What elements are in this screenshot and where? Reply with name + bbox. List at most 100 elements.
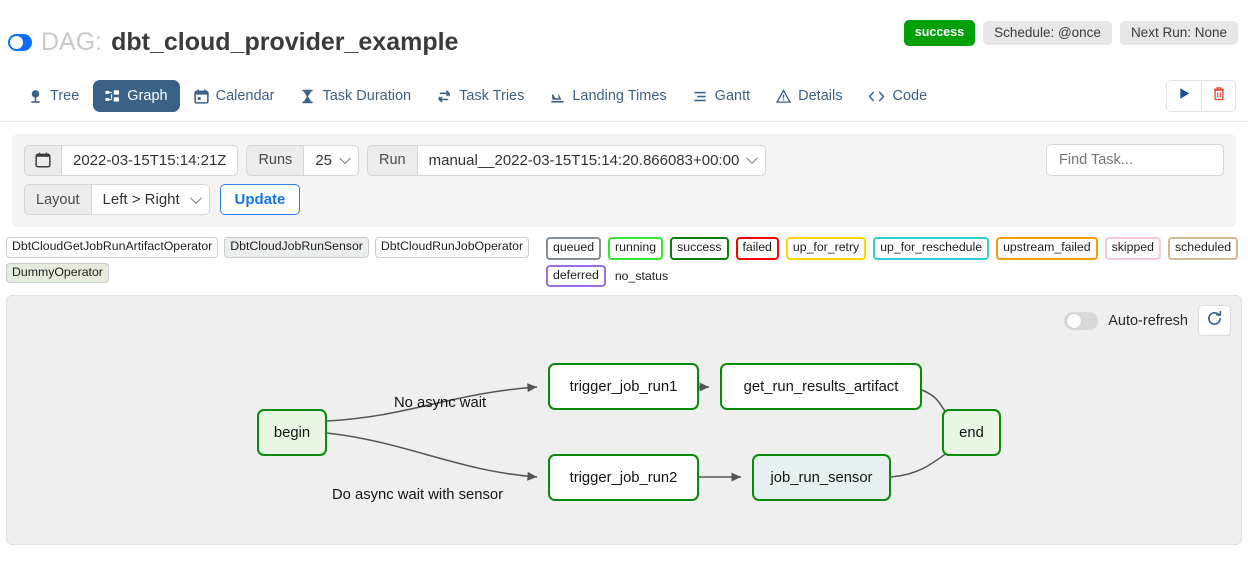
legend-state-upstream-failed[interactable]: upstream_failed — [996, 237, 1098, 260]
tab-label: Code — [892, 88, 928, 104]
tab-task-tries[interactable]: Task Tries — [425, 80, 536, 112]
tab-label: Calendar — [215, 88, 275, 104]
execution-date-input[interactable]: 2022-03-15T15:14:21Z — [62, 144, 239, 176]
dag-title: DAG: dbt_cloud_provider_example — [8, 28, 458, 57]
graph-node-get-run-results-artifact[interactable]: get_run_results_artifact — [720, 363, 922, 410]
view-tabbar: Tree Graph Calendar Task Duration Task T… — [0, 70, 1248, 122]
legend-state-deferred[interactable]: deferred — [546, 264, 606, 288]
node-label: trigger_job_run1 — [569, 378, 678, 395]
trigger-dag-button[interactable] — [1166, 80, 1201, 112]
graph-edge-label-do-async-wait: Do async wait with sensor — [332, 487, 504, 503]
node-label: job_run_sensor — [770, 469, 873, 486]
legend-operators-row1: DbtCloudGetJobRunArtifactOperator DbtClo… — [6, 237, 535, 258]
runs-group: Runs 25 — [246, 144, 359, 176]
legend-operators-row2: DummyOperator — [6, 262, 535, 284]
graph-toolbar: Auto-refresh — [1064, 305, 1231, 336]
graph-node-begin[interactable]: begin — [257, 409, 327, 456]
legend-state-up-for-reschedule[interactable]: up_for_reschedule — [873, 237, 990, 260]
node-label: get_run_results_artifact — [743, 378, 899, 395]
node-label: end — [959, 424, 984, 441]
schedule-badge[interactable]: Schedule: @once — [983, 20, 1112, 45]
page-header: DAG: dbt_cloud_provider_example success … — [0, 0, 1248, 70]
tab-landing-times[interactable]: Landing Times — [538, 80, 678, 112]
delete-dag-button[interactable] — [1201, 80, 1236, 112]
legend-state-no-status: no_status — [614, 268, 669, 283]
legend: DbtCloudGetJobRunArtifactOperator DbtClo… — [0, 227, 1248, 289]
tab-graph[interactable]: Graph — [93, 80, 180, 112]
node-label: begin — [273, 424, 311, 441]
find-task-input[interactable] — [1046, 144, 1224, 176]
legend-state-up-for-retry[interactable]: up_for_retry — [785, 237, 867, 260]
legend-state-skipped[interactable]: skipped — [1104, 237, 1161, 260]
tab-gantt[interactable]: Gantt — [681, 80, 762, 112]
landing-icon — [550, 89, 565, 104]
warning-triangle-icon — [776, 88, 792, 104]
refresh-button[interactable] — [1198, 305, 1231, 336]
run-select[interactable]: manual__2022-03-15T15:14:20.866083+00:00 — [417, 144, 767, 176]
filter-panel: 2022-03-15T15:14:21Z Runs 25 Run manual_… — [12, 134, 1236, 227]
play-icon — [1178, 87, 1191, 105]
dag-action-buttons — [1166, 80, 1236, 112]
status-badge: success — [903, 20, 976, 46]
next-run-badge: Next Run: None — [1119, 20, 1238, 45]
dag-pause-toggle-icon[interactable] — [8, 34, 32, 51]
runs-select[interactable]: 25 — [304, 144, 359, 176]
graph-node-trigger-job-run2[interactable]: trigger_job_run2 — [548, 454, 699, 501]
legend-state-queued[interactable]: queued — [546, 237, 602, 260]
legend-operators: DbtCloudGetJobRunArtifactOperator DbtClo… — [6, 237, 535, 284]
tab-label: Task Duration — [322, 88, 412, 104]
tab-label: Landing Times — [572, 88, 667, 104]
layout-select[interactable]: Left > Right — [91, 184, 210, 215]
execution-date-group: 2022-03-15T15:14:21Z — [24, 144, 239, 176]
legend-operator-chip[interactable]: DbtCloudRunJobOperator — [374, 237, 530, 258]
graph-node-trigger-job-run1[interactable]: trigger_job_run1 — [548, 363, 699, 410]
retry-icon — [437, 89, 452, 104]
tab-calendar[interactable]: Calendar — [182, 80, 287, 112]
graph-node-job-run-sensor[interactable]: job_run_sensor — [752, 454, 891, 501]
tab-label: Tree — [50, 88, 80, 104]
legend-states-row1: queued running success failed up_for_ret… — [546, 237, 1245, 260]
layout-group: Layout Left > Right — [24, 184, 210, 215]
tab-label: Details — [798, 88, 843, 104]
tab-label: Gantt — [714, 88, 751, 104]
calendar-icon — [193, 88, 209, 104]
calendar-icon[interactable] — [24, 144, 62, 176]
layout-label: Layout — [24, 184, 92, 215]
graph-canvas[interactable]: begin trigger_job_run1 get_run_results_a… — [7, 296, 1241, 544]
runs-label: Runs — [246, 144, 305, 176]
legend-operator-chip[interactable]: DbtCloudGetJobRunArtifactOperator — [6, 237, 219, 258]
gantt-icon — [693, 89, 708, 104]
legend-state-success[interactable]: success — [670, 237, 729, 260]
tab-label: Task Tries — [459, 88, 525, 104]
legend-state-running[interactable]: running — [608, 237, 664, 260]
filter-row-primary: 2022-03-15T15:14:21Z Runs 25 Run manual_… — [24, 144, 1224, 176]
graph-icon — [105, 89, 120, 104]
dag-label: DAG: — [41, 28, 103, 56]
run-group: Run manual__2022-03-15T15:14:20.866083+0… — [367, 144, 767, 176]
graph-node-end[interactable]: end — [942, 409, 1001, 456]
graph-card: Auto-refresh — [6, 295, 1242, 545]
refresh-icon — [1206, 310, 1223, 332]
filter-row-layout: Layout Left > Right Update — [24, 184, 1224, 215]
header-badges: success Schedule: @once Next Run: None — [903, 20, 1238, 46]
legend-state-scheduled[interactable]: scheduled — [1167, 237, 1239, 260]
graph-edge-label-no-async-wait: No async wait — [394, 395, 487, 411]
tab-tree[interactable]: Tree — [16, 80, 91, 112]
graph-edges — [326, 382, 956, 482]
hourglass-icon — [300, 89, 315, 104]
legend-states-row2: deferred no_status — [546, 264, 1245, 288]
legend-operator-chip[interactable]: DummyOperator — [6, 262, 109, 284]
update-button[interactable]: Update — [219, 184, 301, 215]
run-label: Run — [367, 144, 418, 176]
legend-states: queued running success failed up_for_ret… — [546, 237, 1245, 288]
auto-refresh-toggle[interactable] — [1064, 311, 1099, 330]
tab-details[interactable]: Details — [764, 80, 854, 112]
dag-name: dbt_cloud_provider_example — [111, 28, 459, 56]
code-brackets-icon — [868, 89, 885, 104]
tab-task-duration[interactable]: Task Duration — [288, 80, 423, 112]
legend-operator-chip[interactable]: DbtCloudJobRunSensor — [224, 237, 369, 258]
tab-label: Graph — [127, 88, 168, 104]
legend-state-failed[interactable]: failed — [735, 237, 779, 260]
auto-refresh-label: Auto-refresh — [1108, 312, 1188, 329]
tab-code[interactable]: Code — [856, 80, 939, 112]
